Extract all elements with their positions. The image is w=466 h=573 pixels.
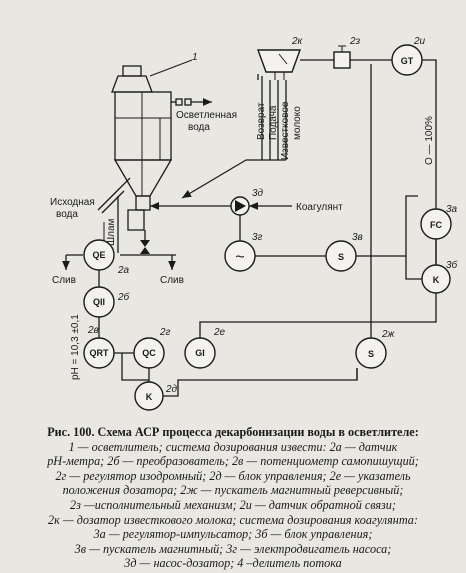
link-2e-gt bbox=[199, 294, 437, 338]
clarified-water-outlet bbox=[171, 98, 212, 106]
recorder-symbol: QRT bbox=[90, 348, 110, 358]
tag-2i: 2и bbox=[413, 36, 426, 47]
raw-water-label-1: Исходная bbox=[50, 197, 95, 208]
tag-2a: 2а bbox=[117, 265, 130, 276]
controller-symbol: QC bbox=[142, 348, 156, 358]
legend-line: 3д — насос-дозатор; 4 –делитель потока bbox=[124, 556, 342, 571]
legend-line: 2к — дозатор известкового молока; систем… bbox=[48, 512, 418, 527]
link-3b-3v bbox=[405, 256, 422, 280]
lime-milk-label-1: Известковое bbox=[280, 101, 291, 160]
tag-2d: 2д bbox=[165, 384, 178, 395]
legend-line: 2з —исполнительный механизм; 2и — датчик… bbox=[70, 497, 396, 512]
caption-legend: 1 — осветлитель; система дозирования изв… bbox=[0, 440, 466, 571]
legend-line: 1 — осветлитель; система дозирования изв… bbox=[68, 439, 398, 454]
lime-milk-pipes bbox=[181, 74, 287, 199]
feedback-line-2v bbox=[121, 353, 149, 381]
tag-2z: 2з bbox=[349, 36, 361, 47]
converter-symbol: QII bbox=[93, 297, 105, 307]
tag-2e: 2е bbox=[213, 327, 226, 338]
link-2d-2zh bbox=[163, 368, 358, 397]
legend-line: рН-метра; 2б — преобразователь; 2в — пот… bbox=[47, 454, 419, 469]
lime-doser-2k bbox=[257, 49, 301, 80]
tag-3d: 3д bbox=[252, 188, 264, 199]
pulse-regulator-symbol: FC bbox=[430, 220, 442, 230]
sludge-label: Шлам bbox=[106, 218, 117, 246]
tag-1: 1 bbox=[192, 52, 198, 63]
ph-setpoint-label: pH = 10,3 ±0,1 bbox=[70, 314, 81, 380]
legend-line: положения дозатора; 2ж — пускатель магни… bbox=[62, 483, 404, 498]
control-unit-3b-symbol: K bbox=[433, 275, 440, 285]
tag-2b: 2б bbox=[117, 291, 130, 303]
leader-line-1 bbox=[149, 59, 193, 77]
motor-symbol: ~ bbox=[235, 249, 244, 266]
reversing-starter-symbol: S bbox=[368, 349, 374, 359]
link-3v-3a bbox=[356, 195, 418, 257]
link-gt-down bbox=[422, 59, 437, 294]
legend-line: 3в — пускатель магнитный; 3г — электродв… bbox=[74, 541, 392, 556]
dosing-pump-3d bbox=[230, 196, 250, 216]
legend-line: 3а — регулятор-импульсатор; 3б — блок уп… bbox=[93, 527, 373, 542]
legend-line: 2г — регулятор изодромный; 2д — блок упр… bbox=[55, 468, 411, 483]
tag-2zh: 2ж bbox=[381, 329, 396, 340]
raw-water-inlet bbox=[97, 177, 131, 214]
tag-2v: 2в bbox=[87, 325, 99, 336]
tag-3v: 3в bbox=[352, 232, 363, 243]
feed-label: Подача bbox=[268, 105, 279, 140]
feedback-sensor-symbol: GT bbox=[401, 56, 414, 66]
ph-sensor-symbol: QE bbox=[92, 250, 105, 260]
lime-milk-label-2: молоко bbox=[292, 106, 303, 140]
clarifier-vessel bbox=[111, 65, 173, 231]
return-label: Возврат bbox=[256, 102, 267, 140]
caption-title: Рис. 100. Схема АСР процесса декарбониза… bbox=[47, 425, 419, 439]
tag-2k: 2к bbox=[291, 36, 304, 47]
tag-3g: 3г bbox=[252, 232, 263, 243]
tag-3a: 3а bbox=[446, 204, 458, 215]
figure-caption: Рис. 100. Схема АСР процесса декарбониза… bbox=[0, 425, 466, 571]
range-label: О — 100% bbox=[424, 116, 435, 165]
clarified-water-label-2: вода bbox=[188, 122, 210, 133]
drain-left-label: Слив bbox=[52, 275, 76, 286]
position-indicator-symbol: GI bbox=[195, 348, 205, 358]
clarified-water-label-1: Осветленная bbox=[176, 110, 237, 121]
actuator-2z bbox=[333, 45, 351, 69]
drain-right-label: Слив bbox=[160, 275, 184, 286]
process-diagram: 1 Осветленная вода Исходная вода Шлам Сл… bbox=[50, 36, 458, 411]
raw-water-label-2: вода bbox=[56, 209, 78, 220]
magnetic-starter-symbol: S bbox=[338, 252, 344, 262]
control-unit-symbol: K bbox=[146, 392, 153, 402]
drain-valve bbox=[140, 230, 150, 254]
tag-2g: 2г bbox=[159, 327, 171, 338]
coagulant-label: Коагулянт bbox=[296, 202, 343, 213]
tag-3b: 3б bbox=[446, 259, 458, 271]
